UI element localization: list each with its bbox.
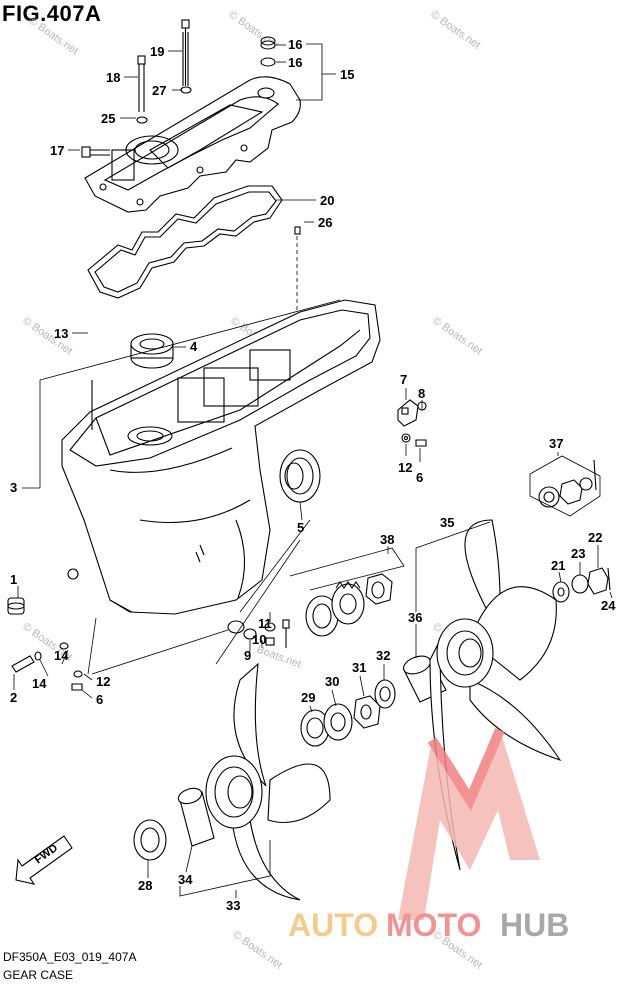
callout-32: 32 (376, 648, 390, 663)
callout-30: 30 (325, 674, 339, 689)
watermark-inline: Boats.net (255, 644, 303, 671)
logo-hub: HUB (500, 907, 569, 943)
callout-35: 35 (440, 515, 454, 530)
cover-gasket (87, 185, 283, 299)
callout-33: 33 (226, 898, 240, 913)
oil-seal-5 (279, 449, 321, 503)
callout-21: 21 (551, 558, 565, 573)
callout-4: 4 (190, 339, 198, 354)
logo-auto: AUTO (288, 907, 378, 943)
callout-1: 1 (10, 572, 17, 587)
callout-36: 36 (408, 610, 422, 625)
leader-lines (13, 43, 613, 898)
gear-set-38 (305, 573, 393, 637)
cap-set-37 (538, 459, 597, 508)
callout-22: 22 (588, 530, 602, 545)
automotohub-logo: AUTO MOTO HUB (288, 728, 569, 943)
bearing-4 (130, 333, 174, 369)
watermark: © Boats.net (26, 15, 80, 58)
callout-7: 7 (400, 372, 407, 387)
callout-5: 5 (297, 520, 304, 535)
logo-moto: MOTO (386, 907, 481, 943)
callout-16b: 16 (288, 55, 302, 70)
callout-6b: 6 (96, 692, 103, 707)
exhaust-cover-plate (84, 76, 301, 213)
callout-8: 8 (418, 386, 425, 401)
callout-26: 26 (318, 215, 332, 230)
callout-9: 9 (244, 648, 251, 663)
callout-12a: 12 (398, 460, 412, 475)
housing-small-parts (7, 597, 83, 691)
callout-31: 31 (352, 660, 366, 675)
callout-13: 13 (54, 326, 68, 341)
callout-17: 17 (50, 143, 64, 158)
diagram-code: DF350A_E03_019_407A (3, 950, 137, 964)
anode-group (397, 399, 427, 447)
gear-case-housing (61, 299, 381, 615)
callout-6a: 6 (416, 470, 423, 485)
callout-11: 11 (258, 616, 272, 631)
callout-10: 10 (252, 632, 266, 647)
hub-kit (300, 679, 396, 747)
callout-24: 24 (601, 598, 616, 613)
propeller-33 (205, 662, 331, 901)
callout-labels: 1 2 3 4 5 6 6 7 8 9 10 11 12 12 13 14 14… (10, 37, 616, 913)
dowel-pin (294, 226, 301, 235)
callout-29: 29 (301, 690, 315, 705)
callout-28: 28 (138, 878, 152, 893)
callout-20: 20 (320, 193, 334, 208)
thrust-washer-28 (133, 819, 167, 861)
callout-15: 15 (340, 67, 354, 82)
callout-3: 3 (10, 480, 17, 495)
callout-16a: 16 (288, 37, 302, 52)
cover-bolts (81, 19, 192, 158)
center-small-parts (227, 619, 290, 648)
grommets (260, 36, 276, 67)
callout-25: 25 (101, 111, 115, 126)
callout-19: 19 (150, 44, 164, 59)
prop-nut-group (552, 567, 611, 603)
callout-27: 27 (152, 83, 166, 98)
callout-18: 18 (106, 70, 120, 85)
watermark: © Boats.net (428, 9, 482, 52)
watermark: © Boats.net (430, 315, 484, 358)
callout-12b: 12 (96, 674, 110, 689)
callout-23: 23 (571, 546, 585, 561)
diagram-name: GEAR CASE (3, 968, 74, 982)
propeller-35 (429, 519, 562, 871)
callout-14b: 14 (54, 648, 69, 663)
fwd-arrow: FWD (15, 835, 73, 885)
callout-38: 38 (380, 532, 394, 547)
callout-14a: 14 (32, 676, 47, 691)
callout-37: 37 (549, 436, 563, 451)
bushing-34 (177, 787, 215, 847)
watermark: © Boats.net (230, 929, 284, 972)
figure-title: FIG.407A (2, 1, 102, 26)
callout-34: 34 (178, 872, 193, 887)
callout-2: 2 (10, 690, 17, 705)
